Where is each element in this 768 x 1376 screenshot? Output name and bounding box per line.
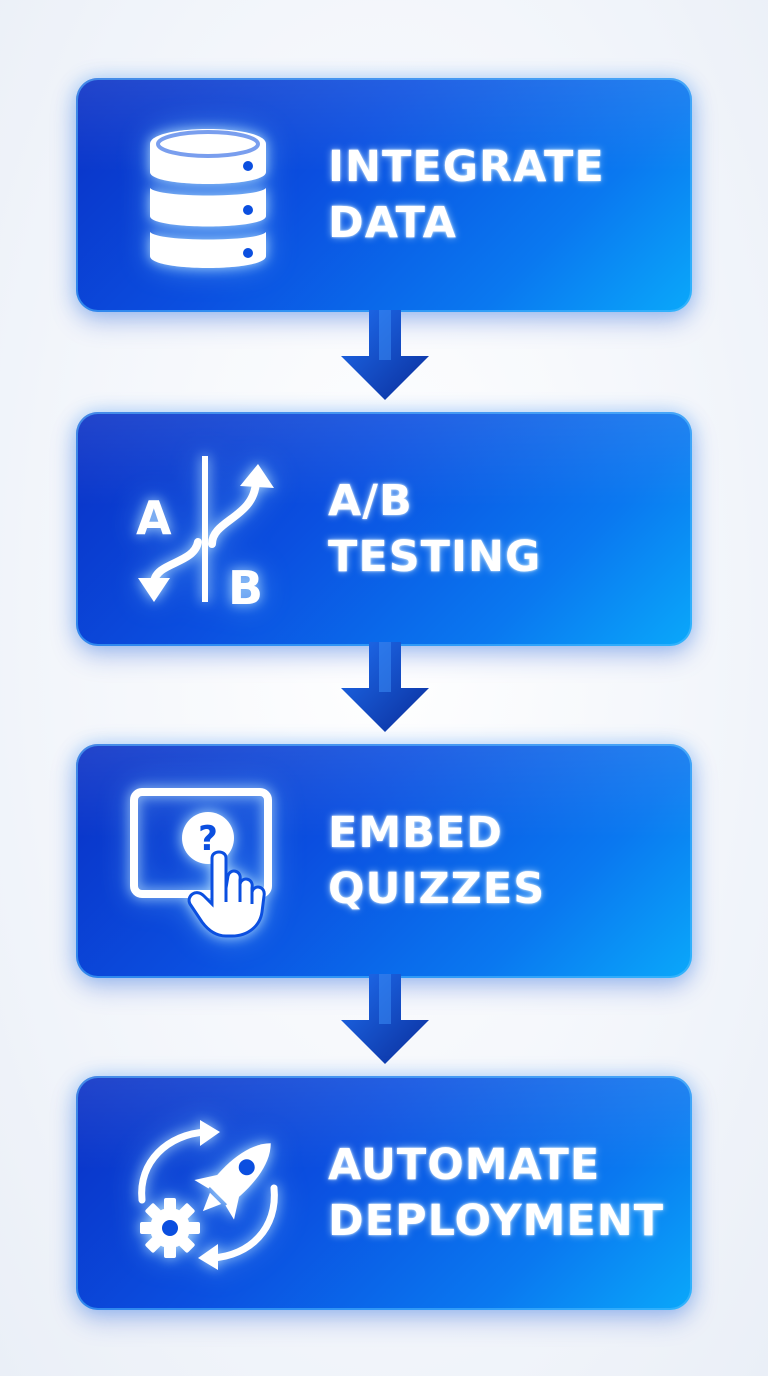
down-arrow-icon (339, 974, 431, 1066)
step-label: A/B TESTING (328, 412, 541, 646)
down-arrow-icon (339, 642, 431, 734)
step-label-line2: TESTING (328, 532, 542, 582)
step-label: EMBED QUIZZES (328, 744, 545, 978)
step-label: INTEGRATE DATA (328, 78, 605, 312)
step-label: AUTOMATE DEPLOYMENT (328, 1076, 664, 1310)
ab-split-icon: A B (128, 452, 288, 615)
icon-letter-a: A (136, 491, 172, 545)
step-label-line1: A/B (328, 476, 413, 526)
step-label-line2: DEPLOYMENT (328, 1196, 665, 1246)
step-embed-quizzes: ? EMBED QUIZZES (76, 744, 692, 978)
rocket-gear-cycle-icon (128, 1116, 288, 1270)
database-icon (128, 118, 288, 272)
step-integrate-data: INTEGRATE DATA (76, 78, 692, 312)
icon-question-mark: ? (198, 819, 218, 859)
step-label-line1: INTEGRATE (328, 142, 605, 192)
step-ab-testing: A B A/B TESTING (76, 412, 692, 646)
step-label-line1: AUTOMATE (328, 1140, 601, 1190)
down-arrow-icon (339, 310, 431, 402)
step-label-line2: DATA (328, 198, 457, 248)
step-label-line1: EMBED (328, 808, 504, 858)
step-label-line2: QUIZZES (328, 864, 546, 914)
quiz-screen-tap-icon: ? (128, 784, 288, 938)
icon-letter-b: B (228, 561, 263, 615)
step-automate-deployment: AUTOMATE DEPLOYMENT (76, 1076, 692, 1310)
